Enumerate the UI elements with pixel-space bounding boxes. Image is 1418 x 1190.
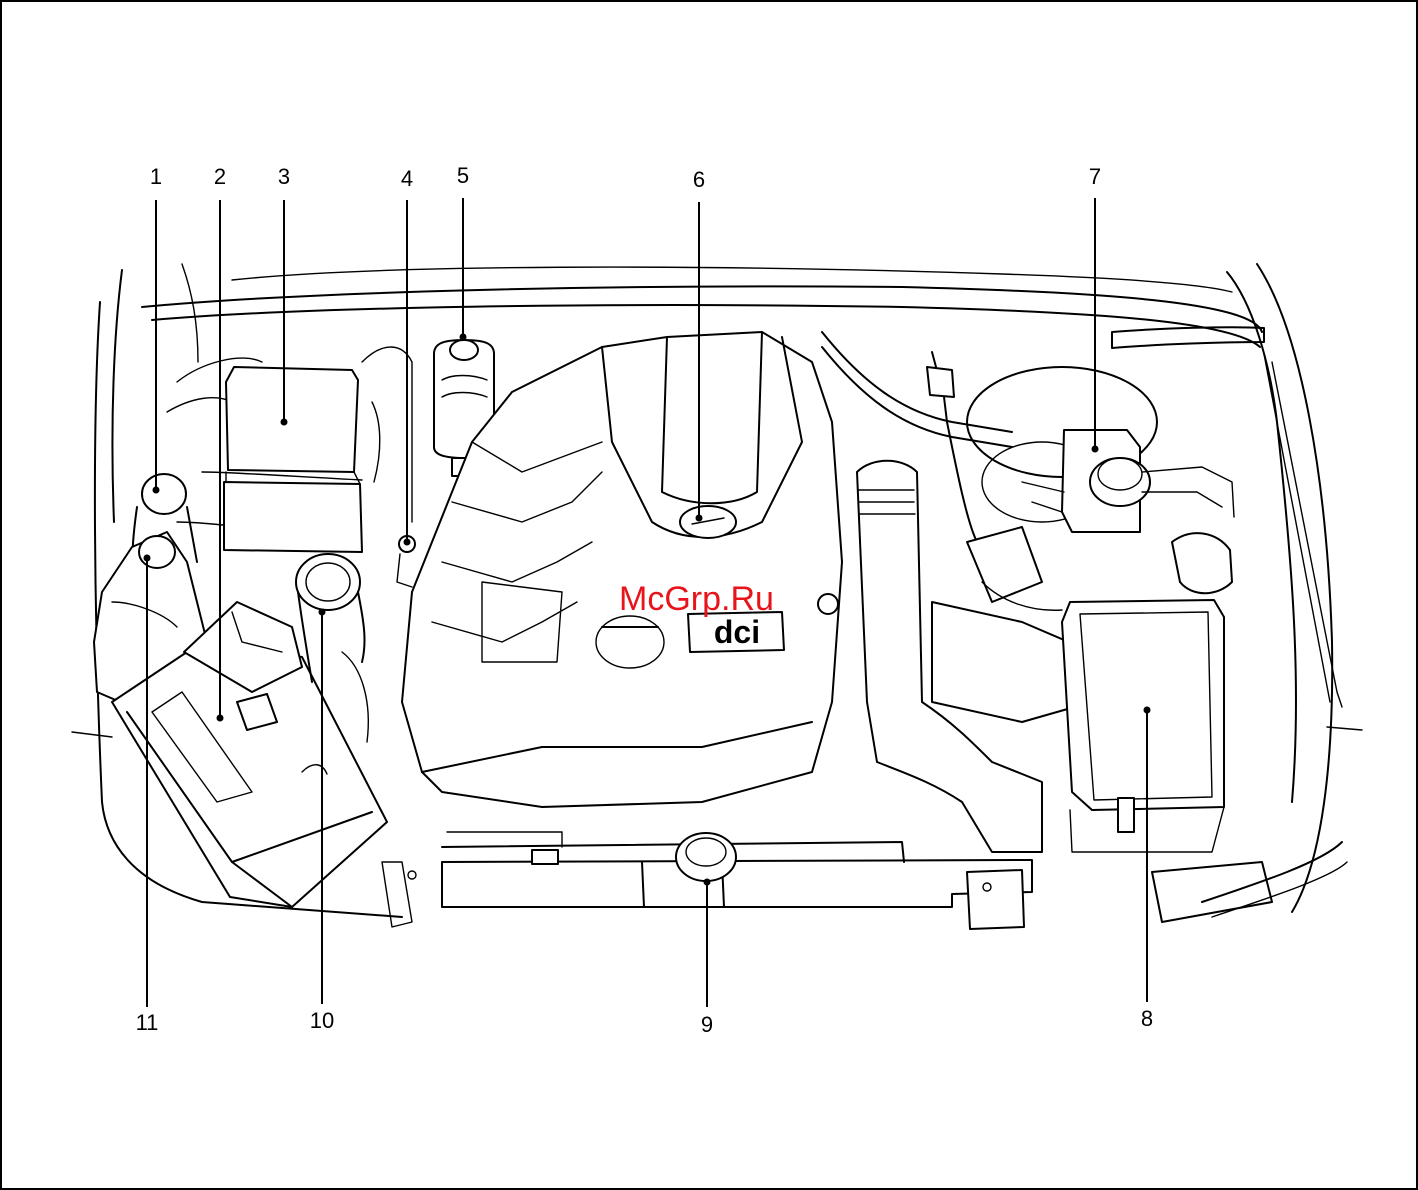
callout-4: 4 [401,168,413,190]
leader-dot-8 [1144,707,1151,714]
leader-dot-3 [281,419,288,426]
part-3-box [224,367,362,552]
leader-dot-11 [144,555,151,562]
leader-dot-6 [696,515,703,522]
callout-7: 7 [1089,166,1101,188]
part-7-reservoir [1022,430,1234,593]
callout-9: 9 [701,1014,713,1036]
callout-2: 2 [214,166,226,188]
callout-6: 6 [693,169,705,191]
leader-dot-2 [217,715,224,722]
leader-dot-9 [704,879,711,886]
callout-11: 11 [136,1012,159,1034]
callout-1: 1 [150,166,162,188]
callout-8: 8 [1141,1008,1153,1030]
watermark-text: McGrp.Ru [619,582,774,616]
leader-dot-5 [460,334,467,341]
callout-5: 5 [457,165,469,187]
leader-dot-7 [1092,446,1099,453]
callout-3: 3 [278,166,290,188]
leader-dot-10 [319,609,326,616]
callout-10: 10 [310,1010,334,1032]
engine-badge-text: dci [694,614,780,650]
leader-dot-4 [404,539,411,546]
part-8-box [1062,600,1224,852]
leader-dot-1 [153,487,160,494]
